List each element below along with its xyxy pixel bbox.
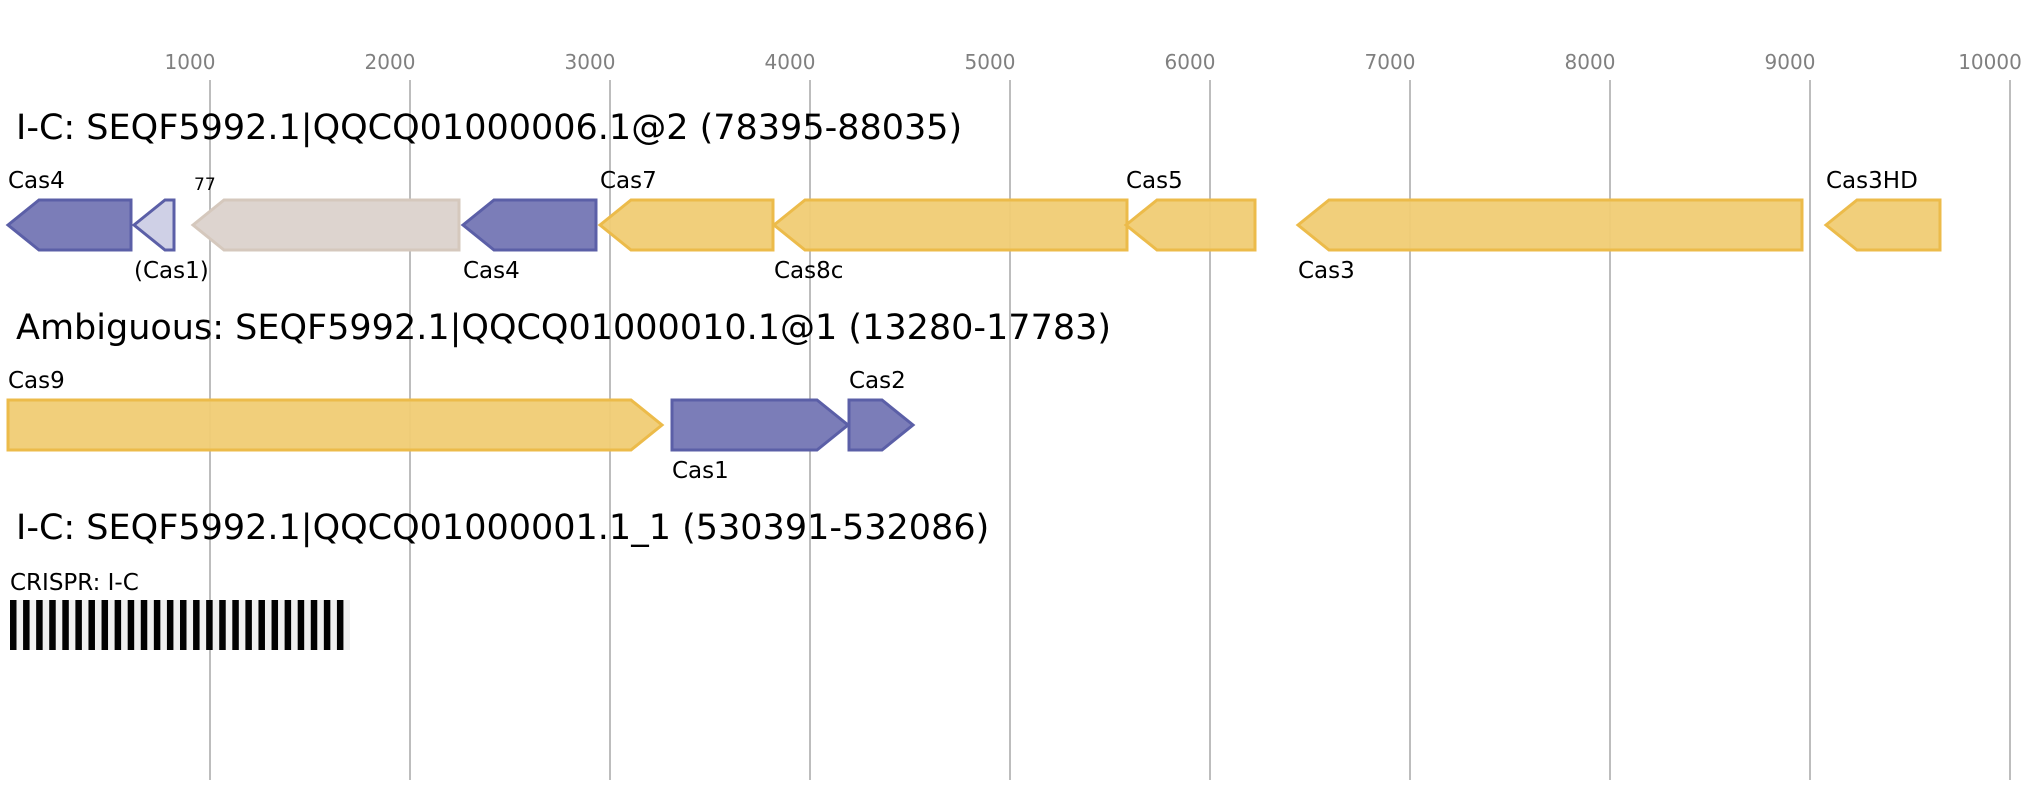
crispr-array <box>10 600 350 650</box>
crispr-repeat <box>193 600 200 650</box>
gene-label: Cas2 <box>849 368 906 394</box>
gene-label: Cas4 <box>463 258 520 284</box>
crispr-repeat <box>284 600 292 650</box>
crispr-repeat <box>10 600 17 650</box>
crispr-repeat <box>206 600 213 650</box>
crispr-repeat <box>232 600 239 650</box>
gene-label: Cas5 <box>1126 168 1183 194</box>
gene-label: Cas8c <box>774 258 843 284</box>
gene-label: Cas3HD <box>1826 168 1918 194</box>
gene-arrow-cas9[interactable] <box>6 398 665 452</box>
tick-label: 10000 <box>1958 50 2022 74</box>
gene-arrow-cas1[interactable] <box>670 398 851 452</box>
tick-label: 7000 <box>1365 50 1416 74</box>
gene-arrow-cas3[interactable] <box>1295 198 1804 252</box>
crispr-repeat <box>258 600 265 650</box>
crispr-repeat <box>114 600 122 650</box>
gene-arrow-77[interactable] <box>190 198 461 252</box>
gene-arrow-cas5[interactable] <box>1123 198 1257 252</box>
gene-arrow-cas3hd[interactable] <box>1823 198 1942 252</box>
track-title-3: I-C: SEQF5992.1|QQCQ01000001.1_1 (530391… <box>16 508 989 548</box>
crispr-repeat <box>219 600 226 650</box>
track-title-2: Ambiguous: SEQF5992.1|QQCQ01000010.1@1 (… <box>16 308 1111 348</box>
gene-arrow-cas4[interactable] <box>460 198 598 252</box>
tick-label: 4000 <box>765 50 816 74</box>
crispr-repeat <box>101 600 109 650</box>
crispr-repeat <box>245 600 252 650</box>
crispr-repeat <box>180 600 187 650</box>
gene-arrow-cas7[interactable] <box>597 198 775 252</box>
crispr-repeat <box>62 600 69 650</box>
gene-label: (Cas1) <box>134 258 209 284</box>
gene-label: Cas9 <box>8 368 65 394</box>
crispr-repeat <box>140 600 148 650</box>
crispr-repeat <box>297 600 305 650</box>
tick-label: 6000 <box>1165 50 1216 74</box>
crispr-repeat <box>75 600 82 650</box>
crispr-repeat <box>166 600 174 650</box>
gene-label: Cas1 <box>672 458 729 484</box>
gene-arrow-cas4[interactable] <box>5 198 133 252</box>
crispr-repeat <box>336 600 344 650</box>
gene-arrow-cas1[interactable] <box>131 198 176 252</box>
crispr-repeat <box>271 600 279 650</box>
tick-label: 2000 <box>365 50 416 74</box>
crispr-repeat <box>323 600 331 650</box>
tick-label: 9000 <box>1765 50 1816 74</box>
gene-label: Cas7 <box>600 168 657 194</box>
gene-label: 77 <box>194 175 216 195</box>
crispr-repeat <box>23 600 30 650</box>
crispr-repeat <box>49 600 56 650</box>
gene-label: Cas3 <box>1298 258 1355 284</box>
gene-arrow-cas2[interactable] <box>847 398 916 452</box>
tick-label: 5000 <box>965 50 1016 74</box>
crispr-repeat <box>88 600 95 650</box>
crispr-repeat <box>310 600 318 650</box>
gene-arrow-cas8c[interactable] <box>771 198 1129 252</box>
track-title-1: I-C: SEQF5992.1|QQCQ01000006.1@2 (78395-… <box>16 108 962 148</box>
tick-label: 8000 <box>1565 50 1616 74</box>
crispr-repeat <box>36 600 43 650</box>
tick-label: 3000 <box>565 50 616 74</box>
crispr-repeat <box>153 600 161 650</box>
crispr-label: CRISPR: I-C <box>10 570 139 596</box>
tick-label: 1000 <box>165 50 216 74</box>
crispr-repeat <box>127 600 135 650</box>
gene-label: Cas4 <box>8 168 65 194</box>
